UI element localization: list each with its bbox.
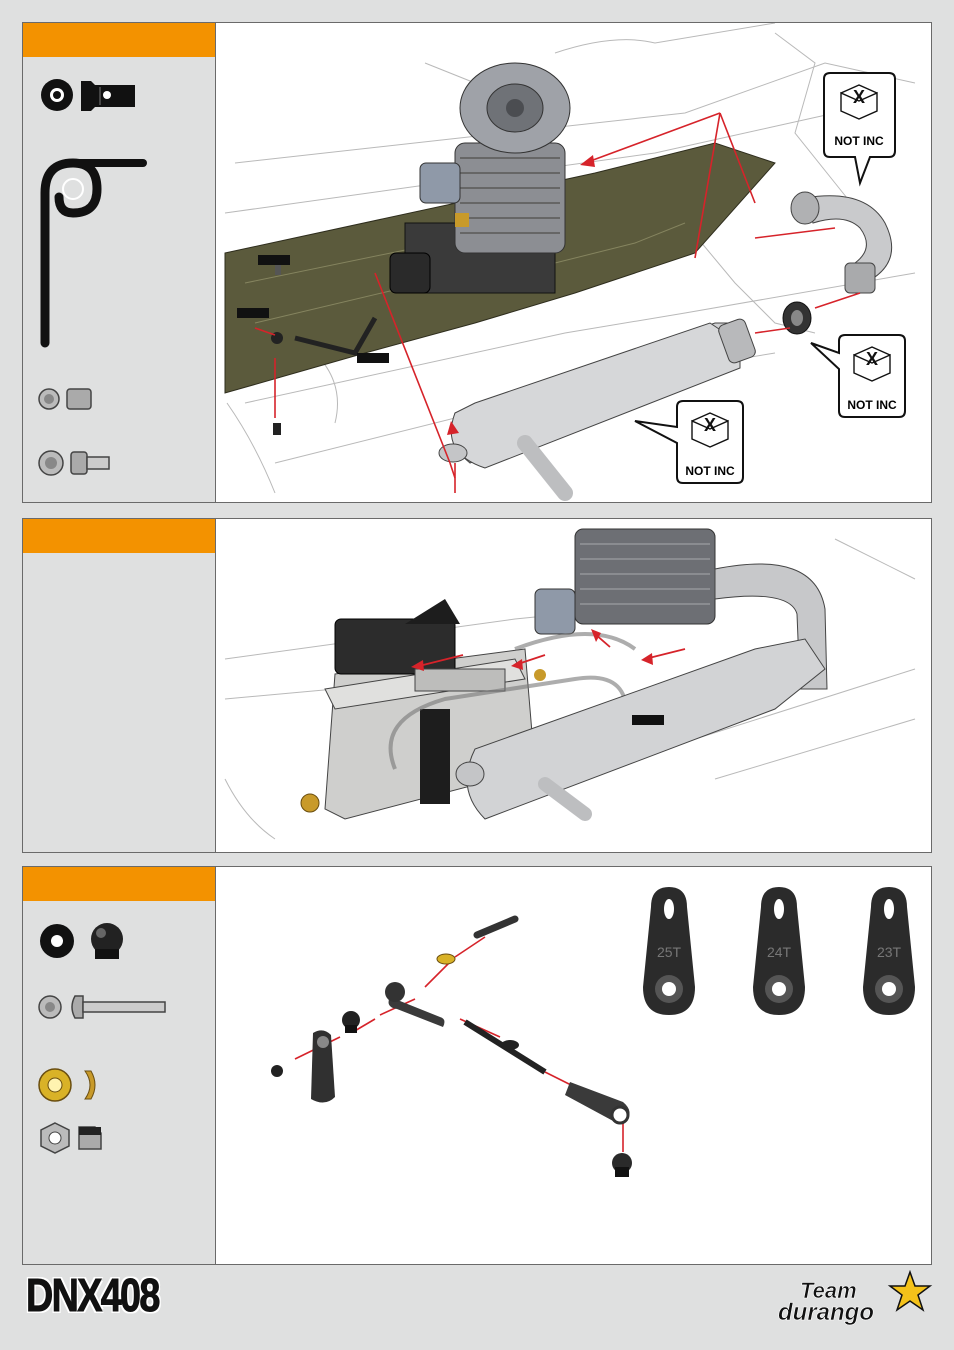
exhaust-header (783, 192, 892, 334)
parts-sidebar-2 (23, 519, 216, 852)
lock-nut-icon (37, 1121, 107, 1155)
step-panel-3: 25T 24T 23T (22, 866, 932, 1265)
servo-horn-23t: 23T (863, 887, 915, 1015)
step-tab-3 (23, 867, 215, 901)
not-inc-label: NOT INC (847, 398, 897, 412)
box-x-icon: X (841, 85, 877, 119)
svg-text:X: X (866, 349, 878, 369)
svg-text:X: X (853, 87, 865, 107)
step-panel-2 (22, 518, 932, 853)
model-logo: DNX408 (26, 1268, 159, 1322)
box-x-icon: X (854, 347, 890, 381)
not-inc-callout-1: X NOT INC (824, 73, 895, 183)
horn-label: 25T (657, 944, 682, 960)
not-inc-label: NOT INC (685, 464, 735, 478)
fuel-tank-diagram (215, 519, 931, 852)
engine-install-diagram: X NOT INC X NOT INC X (215, 23, 931, 502)
box-x-icon: X (692, 413, 728, 447)
horn-label: 23T (877, 944, 902, 960)
long-screw-icon (37, 992, 177, 1022)
svg-text:X: X (704, 415, 716, 435)
servo-horn-25t: 25T (643, 887, 695, 1015)
team-durango-logo: Team durango (770, 1270, 935, 1330)
ball-stud-icon (37, 919, 137, 963)
step-panel-1: X NOT INC X NOT INC X (22, 22, 932, 503)
horn-label: 24T (767, 944, 792, 960)
hex-adapter-icon (39, 73, 139, 117)
gold-washer-icon (37, 1067, 107, 1103)
step-tab-2 (23, 519, 215, 553)
not-inc-callout-2: X NOT INC (811, 335, 905, 417)
hex-wrench-icon (35, 153, 155, 348)
step-tab-1 (23, 23, 215, 57)
servo-horn-24t: 24T (753, 887, 805, 1015)
not-inc-callout-3: X NOT INC (635, 401, 743, 483)
not-inc-label: NOT INC (834, 134, 884, 148)
brand-team-line2: durango (778, 1299, 874, 1326)
parts-sidebar-1 (23, 23, 216, 502)
cap-screw-icon (37, 448, 137, 478)
throttle-linkage-diagram: 25T 24T 23T (215, 867, 931, 1264)
parts-sidebar-3 (23, 867, 216, 1264)
engine (390, 63, 570, 293)
set-screw-icon (37, 385, 117, 413)
